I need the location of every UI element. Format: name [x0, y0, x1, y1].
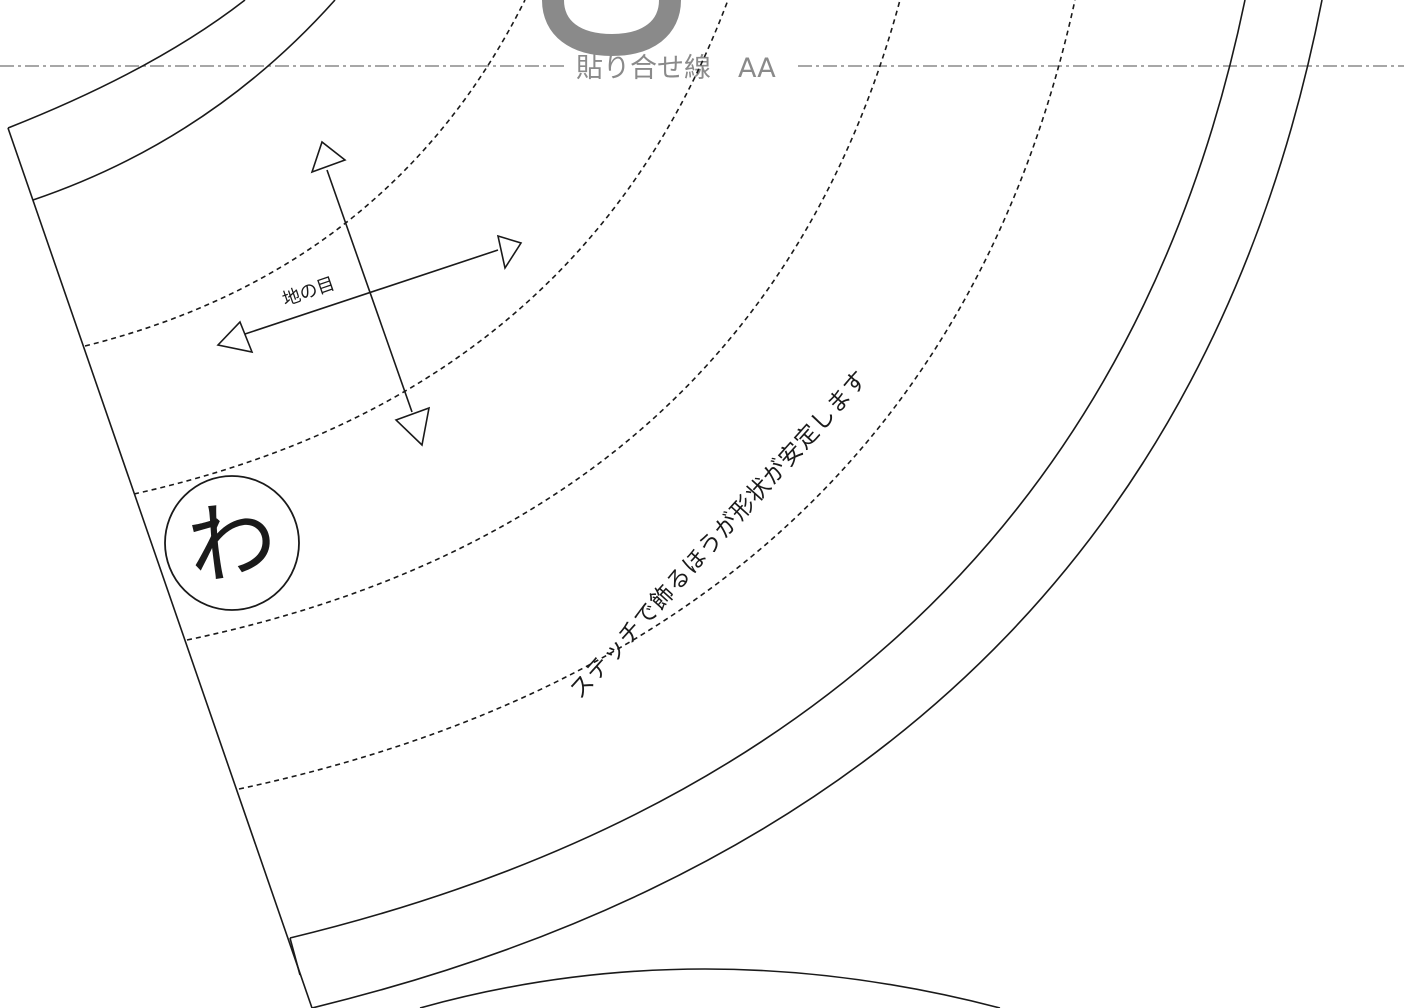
fold-mark: わ	[164, 475, 300, 611]
stitch-line-4	[238, 0, 1076, 790]
stitch-line-2	[133, 0, 729, 495]
fold-mark-label: わ	[181, 485, 282, 599]
side-edge	[7, 127, 313, 1008]
corner-mark	[289, 937, 301, 976]
top-cut-line	[7, 0, 246, 129]
grain-arrow-horizontal	[216, 234, 523, 354]
note-text: ステッチで飾るほうが形状が安定します	[565, 366, 873, 704]
grain-arrow-vertical	[310, 140, 431, 447]
join-line-label: 貼り合せ線 AA	[576, 53, 776, 84]
outer-seam-line	[289, 0, 1246, 939]
stitch-line-3	[186, 0, 901, 641]
next-piece-edge	[419, 968, 1001, 1008]
outer-cut-line	[311, 0, 1323, 1008]
grain-label: 地の目	[280, 273, 338, 310]
top-seam-line	[32, 0, 336, 201]
page-number-fragment	[542, 0, 681, 57]
stitch-line-1	[84, 0, 526, 347]
